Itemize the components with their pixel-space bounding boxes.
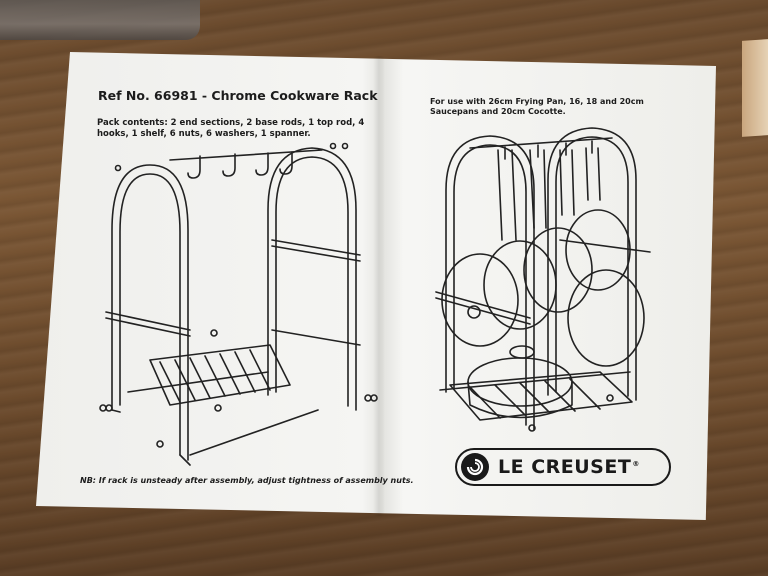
assembly-note: NB: If rack is unsteady after assembly, … — [80, 476, 414, 485]
brand-name: LE CREUSET® — [498, 456, 640, 478]
le-creuset-logo-icon — [461, 453, 489, 481]
assembled-rack-drawing — [435, 127, 651, 432]
brand-logo: LE CREUSET® — [455, 448, 671, 486]
brand-name-text: LE CREUSET — [498, 456, 632, 478]
pack-contents-text: Pack contents: 2 end sections, 2 base ro… — [97, 118, 365, 139]
exploded-rack-drawing — [99, 142, 378, 466]
document-title: Ref No. 66981 - Chrome Cookware Rack — [98, 88, 378, 103]
compatible-cookware-note: For use with 26cm Frying Pan, 16, 18 and… — [430, 97, 644, 116]
plastic-bag — [0, 0, 200, 40]
registered-mark: ® — [632, 459, 640, 468]
